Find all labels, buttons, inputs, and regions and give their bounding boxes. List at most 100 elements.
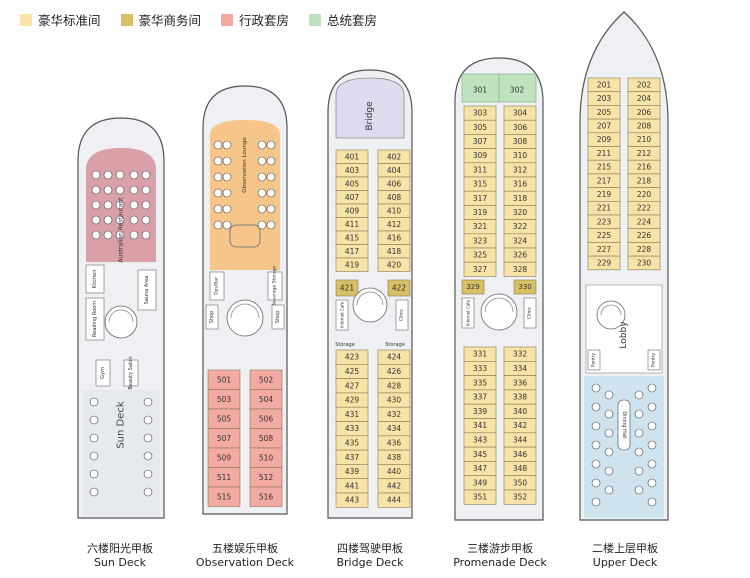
restaurant-table — [115, 200, 125, 210]
room-label-339: 339 — [473, 407, 488, 416]
room-label-351: 351 — [473, 493, 488, 502]
room-label-419: 419 — [345, 260, 360, 269]
sun-deck-label: Sun Deck — [116, 401, 127, 449]
room-label-438: 438 — [387, 453, 402, 462]
caption-promenade: 三楼游步甲板 Promenade Deck — [445, 542, 555, 570]
room-label-404: 404 — [387, 166, 402, 175]
restaurant-table — [103, 185, 113, 195]
room-label-303: 303 — [473, 109, 488, 118]
lounger — [143, 487, 153, 497]
restaurant-table — [141, 230, 151, 240]
room-label-203: 203 — [597, 94, 612, 103]
cabin-444 — [377, 492, 411, 508]
room-label-443: 443 — [345, 496, 360, 505]
pantry-right — [647, 349, 661, 371]
room-label-315: 315 — [473, 180, 488, 189]
room-label-411: 411 — [345, 220, 360, 229]
restaurant-table — [91, 200, 101, 210]
room-label-422: 422 — [392, 284, 407, 293]
room-label-433: 433 — [345, 424, 360, 433]
room-label-205: 205 — [597, 108, 612, 117]
sun-stair-arc — [108, 309, 134, 323]
restaurant-table — [115, 230, 125, 240]
room-label-222: 222 — [637, 204, 652, 213]
lounge-seat — [222, 220, 232, 230]
lounge-seat — [257, 204, 267, 214]
lounge-seat — [257, 172, 267, 182]
restaurant-table — [91, 230, 101, 240]
reading-room-label: Reading Room — [92, 301, 98, 337]
caption-sun-en: Sun Deck — [93, 556, 147, 569]
dining-table — [634, 390, 644, 400]
bridge-label: Bridge — [365, 101, 375, 131]
storage-left-label: Storage — [335, 342, 355, 348]
dining-table — [647, 478, 657, 488]
cabin-421 — [335, 279, 359, 297]
room-label-334: 334 — [513, 364, 528, 373]
restaurant-table — [141, 185, 151, 195]
room-label-211: 211 — [597, 149, 612, 158]
lounge-seat — [222, 188, 232, 198]
room-label-424: 424 — [387, 353, 402, 362]
room-label-509: 509 — [217, 453, 232, 462]
shop-left — [205, 304, 219, 330]
bridge-stair-arc — [356, 291, 384, 306]
room-label-327: 327 — [473, 265, 488, 274]
lounge-seat — [222, 172, 232, 182]
salon-label: Beauty Salon — [128, 356, 134, 389]
room-label-428: 428 — [387, 381, 402, 390]
room-label-312: 312 — [513, 165, 528, 174]
room-label-429: 429 — [345, 396, 360, 405]
kitchen-label: Kitchen — [92, 270, 98, 289]
room-label-507: 507 — [217, 434, 232, 443]
room-label-423: 423 — [345, 353, 360, 362]
room-label-504: 504 — [259, 395, 274, 404]
prom-stair — [480, 293, 518, 331]
room-label-308: 308 — [513, 137, 528, 146]
lounge-seat — [213, 220, 223, 230]
room-label-421: 421 — [340, 284, 355, 293]
lounger — [89, 433, 99, 443]
room-label-309: 309 — [473, 151, 488, 160]
legend-item-standard: 豪华标准间 — [20, 10, 101, 29]
room-label-305: 305 — [473, 123, 488, 132]
restaurant-table — [103, 200, 113, 210]
room-label-430: 430 — [387, 396, 402, 405]
room-label-442: 442 — [387, 481, 402, 490]
lounge-label: Observation Lounge — [242, 137, 248, 193]
dining-table — [647, 402, 657, 412]
room-label-224: 224 — [637, 217, 652, 226]
dining-table — [604, 409, 614, 419]
lounger — [143, 415, 153, 425]
room-label-329: 329 — [466, 283, 479, 291]
dining-table — [591, 478, 601, 488]
room-label-352: 352 — [513, 493, 528, 502]
caption-promenade-cn: 三楼游步甲板 — [467, 542, 533, 555]
room-label-440: 440 — [387, 467, 402, 476]
cabin-230 — [627, 255, 661, 271]
dining-table — [591, 421, 601, 431]
legend-label-business: 豪华商务间 — [138, 13, 202, 28]
shop-right-label: Shop — [275, 311, 281, 324]
restaurant-table — [91, 185, 101, 195]
room-label-401: 401 — [345, 152, 360, 161]
internet-label: Internet Cafe — [340, 301, 345, 328]
room-label-227: 227 — [597, 245, 612, 254]
room-label-229: 229 — [597, 258, 612, 267]
caption-bridge: 四楼驾驶甲板 Bridge Deck — [320, 542, 420, 570]
room-label-501: 501 — [217, 375, 232, 384]
room-label-217: 217 — [597, 176, 612, 185]
cabin-443 — [335, 492, 369, 508]
room-label-311: 311 — [473, 165, 488, 174]
shop-right — [271, 304, 285, 330]
caption-bridge-en: Bridge Deck — [336, 556, 404, 569]
restaurant-table — [129, 185, 139, 195]
room-label-412: 412 — [387, 220, 402, 229]
dining-table — [647, 459, 657, 469]
obs-stair-arc — [230, 303, 260, 319]
room-label-212: 212 — [637, 149, 652, 158]
lounger — [143, 469, 153, 479]
clinic-room — [395, 299, 409, 331]
room-label-316: 316 — [513, 180, 528, 189]
